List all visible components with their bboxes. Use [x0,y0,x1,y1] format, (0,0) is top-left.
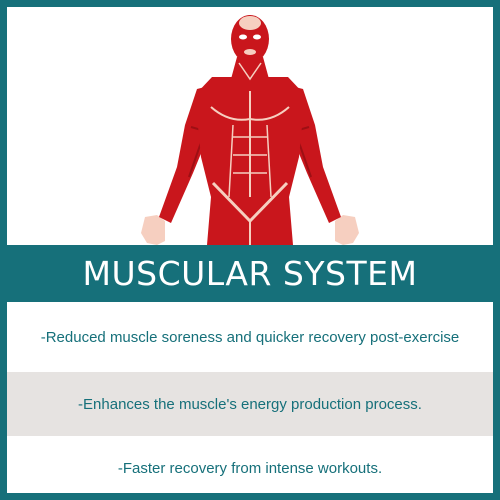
list-item: -Faster recovery from intense workouts. [7,436,493,493]
title-band: MUSCULAR SYSTEM [7,245,493,302]
left-hand-icon [141,215,165,245]
neck [231,57,269,79]
head [231,15,269,63]
right-hand-icon [335,215,359,245]
left-eye-icon [239,34,247,40]
benefits-list: -Reduced muscle soreness and quicker rec… [7,302,493,493]
page-title: MUSCULAR SYSTEM [82,254,418,293]
right-eye-icon [253,34,261,40]
illustration-area [7,7,493,245]
list-item: -Enhances the muscle's energy production… [7,372,493,436]
list-item: -Reduced muscle soreness and quicker rec… [7,302,493,372]
muscular-body-figure [141,15,359,245]
